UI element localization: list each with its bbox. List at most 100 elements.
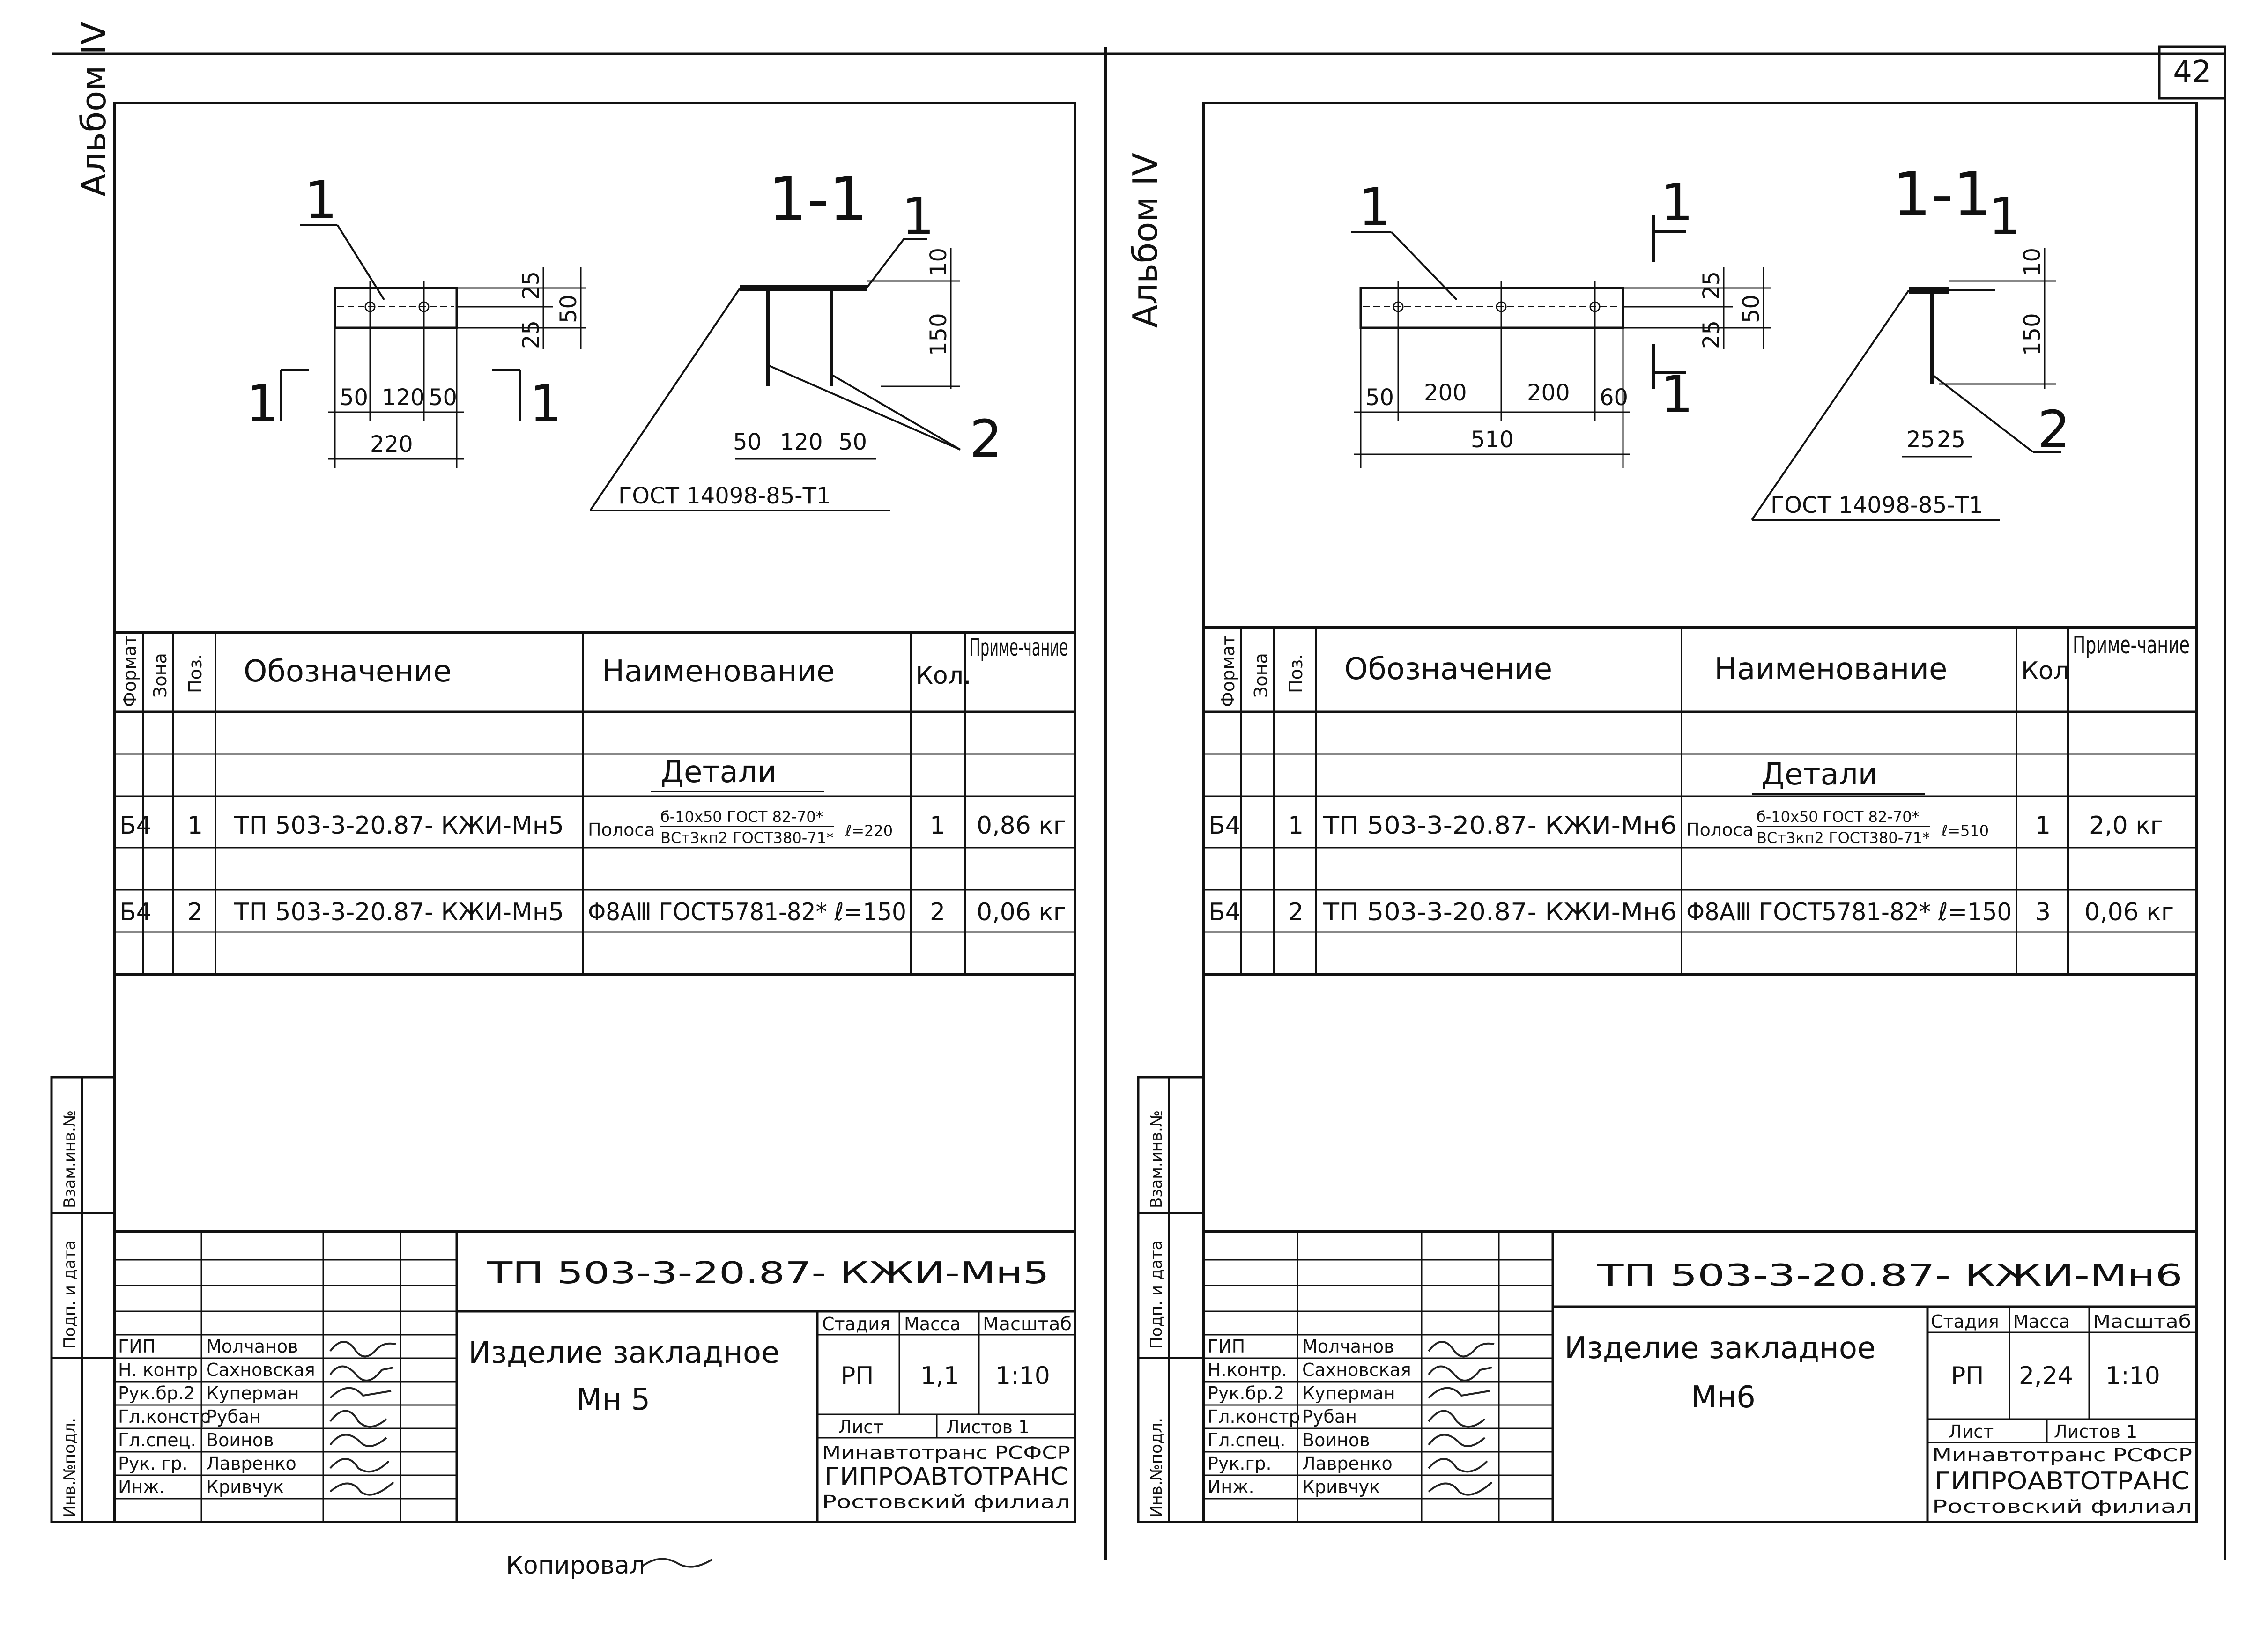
- org-line-2: ГИПРОАВТОТРАНС: [824, 1463, 1068, 1491]
- dim-plan-total: 510: [1471, 427, 1514, 453]
- dim-plan-a: 50: [340, 384, 368, 411]
- scale-value: 1:10: [2105, 1362, 2160, 1390]
- signer-name: Молчанов: [206, 1336, 298, 1357]
- row2-format: Б4: [1208, 898, 1241, 926]
- row2-note: 0,06 кг: [2084, 898, 2174, 926]
- signer-role: Н.контр.: [1208, 1360, 1287, 1380]
- dim-plan-h2: 25: [518, 320, 544, 349]
- row2-designation: ТП 503-3-20.87- КЖИ-Мн6: [1323, 898, 1677, 926]
- signer-role: Гл.спец.: [1208, 1430, 1286, 1450]
- mass-header: Масса: [904, 1314, 961, 1334]
- copied-note: Копировал: [506, 1552, 645, 1580]
- signer-name: Кривчук: [1302, 1477, 1380, 1497]
- hdr-zone: Зона: [150, 653, 170, 698]
- section-view: 1-1 1 2 ГОСТ 14098-85-Т1 10 150 25 25: [1751, 159, 2070, 521]
- row2-pos: 2: [187, 898, 203, 926]
- signer-role: ГИП: [118, 1336, 156, 1357]
- dim-sec-b: 25: [1937, 427, 1965, 453]
- row1-designation: ТП 503-3-20.87- КЖИ-Мн6: [1323, 812, 1677, 840]
- hdr-name: Наименование: [602, 654, 835, 689]
- gost-note: ГОСТ 14098-85-Т1: [1771, 492, 1983, 518]
- row1-name-prefix: Полоса: [1686, 820, 1754, 840]
- title-code: ТП 503-3-20.87- КЖИ-Мн6: [1597, 1258, 2183, 1293]
- dim-plan-b: 200: [1424, 380, 1467, 406]
- hdr-zone: Зона: [1251, 653, 1271, 698]
- row1-designation: ТП 503-3-20.87- КЖИ-Мн5: [234, 812, 564, 840]
- section-mark-right: 1: [529, 374, 562, 434]
- title-name-2: Мн6: [1691, 1380, 1756, 1415]
- hdr-qty: Кол.: [916, 662, 971, 690]
- mass-value: 2,24: [2019, 1362, 2073, 1390]
- signer-role: Рук.гр.: [1208, 1453, 1272, 1474]
- signer-role: Гл.констр: [118, 1406, 211, 1427]
- signer-role: Гл.констр: [1208, 1406, 1300, 1427]
- hdr-designation: Обозначение: [1344, 652, 1552, 687]
- row1-name-suffix: ℓ=220: [845, 822, 893, 840]
- row2-designation: ТП 503-3-20.87- КЖИ-Мн5: [234, 898, 564, 926]
- section-title: 1-1: [768, 163, 867, 235]
- signer-name: Лавренко: [206, 1453, 296, 1474]
- hdr-qty: Кол: [2021, 657, 2069, 685]
- section-mark-bottom: 1: [1660, 364, 1693, 424]
- page-number-box: 42: [2158, 45, 2226, 100]
- signer-name: Куперман: [1302, 1383, 1395, 1404]
- row2-qty: 2: [930, 898, 945, 926]
- dim-plan-htotal: 50: [556, 295, 582, 323]
- signer-role: Инж.: [1208, 1477, 1254, 1497]
- signer-role: Гл.спец.: [118, 1430, 196, 1450]
- org-line-3: Ростовский филиал: [1932, 1496, 2192, 1517]
- hdr-pos: Поз.: [1286, 654, 1306, 693]
- plan-pos-1: 1: [304, 170, 337, 230]
- signer-name: Рубан: [206, 1406, 261, 1427]
- signer-name: Куперман: [206, 1383, 299, 1404]
- dim-sec-height: 150: [926, 313, 952, 356]
- row1-note: 2,0 кг: [2089, 812, 2163, 840]
- row2-format: Б4: [119, 898, 152, 926]
- signer-name: Рубан: [1302, 1406, 1357, 1427]
- spec-section-title: Детали: [660, 755, 777, 790]
- sheet-label: Лист: [1949, 1421, 1994, 1442]
- dim-sec-b: 120: [780, 429, 823, 455]
- dim-sec-c: 50: [838, 429, 867, 455]
- dim-sec-a: 50: [733, 429, 762, 455]
- sheets-label: Листов 1: [2054, 1421, 2137, 1442]
- sheets-label: Листов 1: [946, 1417, 1030, 1437]
- row1-qty: 1: [2035, 812, 2051, 840]
- signer-role: Рук.бр.2: [118, 1383, 195, 1404]
- dim-sec-height: 150: [2019, 313, 2046, 356]
- org-line-1: Минавтотранс РСФСР: [822, 1442, 1070, 1463]
- row1-name-top: б-10х50 ГОСТ 82-70*: [660, 808, 823, 826]
- title-code: ТП 503-3-20.87- КЖИ-Мн5: [487, 1256, 1049, 1291]
- dim-plan-h1: 25: [518, 271, 544, 300]
- row1-pos: 1: [1288, 812, 1304, 840]
- side-label-sign-date: Подп. и дата: [60, 1240, 79, 1349]
- hdr-format: Формат: [1218, 635, 1238, 707]
- row2-qty: 3: [2035, 898, 2051, 926]
- row2-pos: 2: [1288, 898, 1304, 926]
- dim-plan-a: 50: [1365, 384, 1394, 411]
- dim-sec-a: 25: [1906, 427, 1935, 453]
- hdr-note: Приме-чание: [2073, 631, 2190, 659]
- plan-view: 1 25 25 50 1 1 50 120 50: [246, 170, 586, 468]
- signer-role: Рук. гр.: [118, 1453, 188, 1474]
- section-pos-2: 2: [970, 409, 1002, 469]
- section-pos-1: 1: [1988, 186, 2021, 246]
- org-line-3: Ростовский филиал: [822, 1492, 1070, 1512]
- dim-plan-htotal: 50: [1738, 295, 1764, 323]
- dim-plan-total: 220: [370, 431, 413, 458]
- signer-name: Воинов: [206, 1430, 274, 1450]
- page-number: 42: [2173, 55, 2211, 89]
- spec-table: Формат Зона Поз. Обозначение Наименовани…: [113, 631, 1076, 976]
- sheet-mn6: Альбом IV Взам.инв.№ Подп. и дата Инв.№п…: [1126, 102, 2198, 1523]
- sheet-mn5: Альбом IV Взам.инв.№ Подп. и дата Инв.№п…: [50, 22, 1076, 1523]
- hdr-designation: Обозначение: [244, 654, 452, 689]
- signer-role: Рук.бр.2: [1208, 1383, 1284, 1404]
- gost-note: ГОСТ 14098-85-Т1: [618, 483, 830, 509]
- hdr-note: Приме-чание: [970, 634, 1068, 662]
- side-label-sign-date: Подп. и дата: [1147, 1240, 1166, 1349]
- signer-role: ГИП: [1208, 1336, 1245, 1357]
- mass-header: Масса: [2013, 1311, 2070, 1332]
